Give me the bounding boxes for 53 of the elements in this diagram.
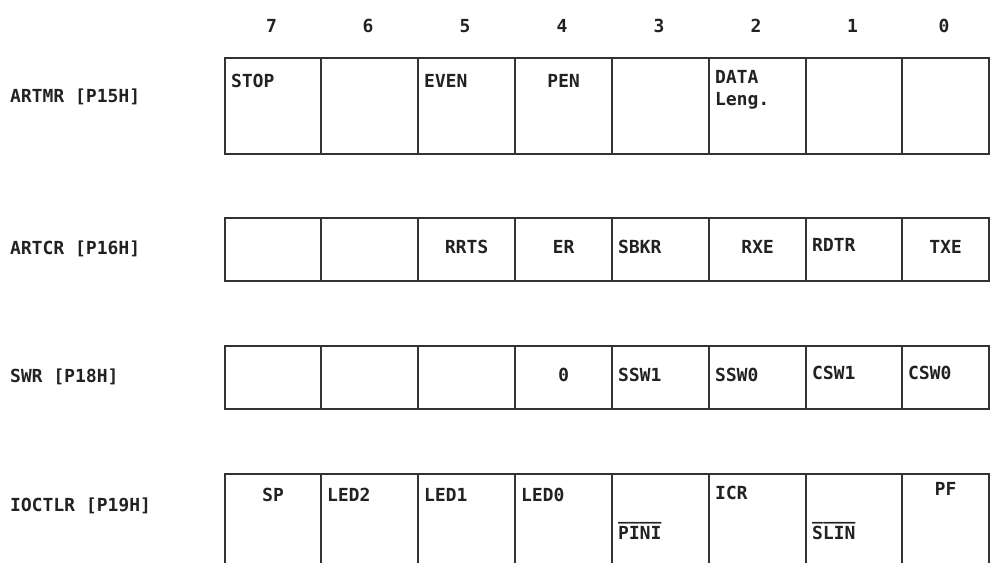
register-name: ARTMR [P15H] <box>10 86 140 107</box>
bit-name: SSW1 <box>618 365 662 387</box>
bit-number: 1 <box>847 16 858 37</box>
bit-number: 3 <box>654 16 664 37</box>
bit-name: SP <box>261 485 285 507</box>
bit-field-cell <box>611 345 710 410</box>
bit-field-cell <box>805 217 903 282</box>
bit-name: 0 <box>557 365 570 387</box>
bit-field-cell <box>514 57 613 155</box>
bit-name: ICR <box>715 483 749 505</box>
bit-number: 6 <box>362 16 374 37</box>
bit-field-cell <box>708 345 807 410</box>
bit-name: TXE <box>928 237 963 259</box>
register-name: IOCTLR [P19H] <box>10 495 151 516</box>
bit-name: LED1 <box>424 485 468 507</box>
bit-name: P̅I̅N̅I̅ <box>618 523 662 545</box>
register-name: SWR [P18H] <box>10 366 118 386</box>
bit-field-cell <box>708 57 807 155</box>
bit-number: 2 <box>750 16 762 37</box>
bit-name: S̅L̅I̅N̅ <box>812 523 856 545</box>
bit-name: DATA Leng. <box>715 67 770 111</box>
bit-name: RDTR <box>812 235 856 257</box>
bit-field-cell <box>611 217 710 282</box>
bit-name: CSW0 <box>908 363 952 385</box>
bit-name: LED2 <box>327 485 372 507</box>
bit-name: SSW0 <box>715 365 760 387</box>
bit-number: 7 <box>266 16 277 37</box>
bit-field-cell <box>417 57 516 155</box>
bit-field-cell <box>805 345 903 410</box>
bit-field-cell <box>514 217 613 282</box>
bit-name: RXE <box>740 237 775 259</box>
bit-field-cell <box>224 473 322 563</box>
bit-field-cell <box>901 217 990 282</box>
bit-number: 5 <box>460 16 470 37</box>
bit-name: SBKR <box>618 237 662 259</box>
bit-name: EVEN <box>424 71 468 93</box>
bit-field-cell <box>708 217 807 282</box>
bit-name: CSW1 <box>812 363 856 385</box>
bit-field-cell <box>224 57 322 155</box>
bit-field-cell <box>514 345 613 410</box>
bit-name: LED0 <box>521 485 566 507</box>
bit-number: 0 <box>938 16 950 37</box>
register-name: ARTCR [P16H] <box>10 238 140 258</box>
bit-name: RRTS <box>444 237 490 259</box>
bit-number: 4 <box>556 16 568 37</box>
bit-field-cell <box>901 473 990 563</box>
bit-name: PF <box>934 479 958 501</box>
bit-field-cell <box>901 345 990 410</box>
empty-bit-cell <box>901 57 990 155</box>
bit-field-cell <box>417 217 516 282</box>
bit-name: PEN <box>546 71 581 93</box>
bit-name: ER <box>552 237 576 259</box>
bit-name: STOP <box>231 71 276 93</box>
